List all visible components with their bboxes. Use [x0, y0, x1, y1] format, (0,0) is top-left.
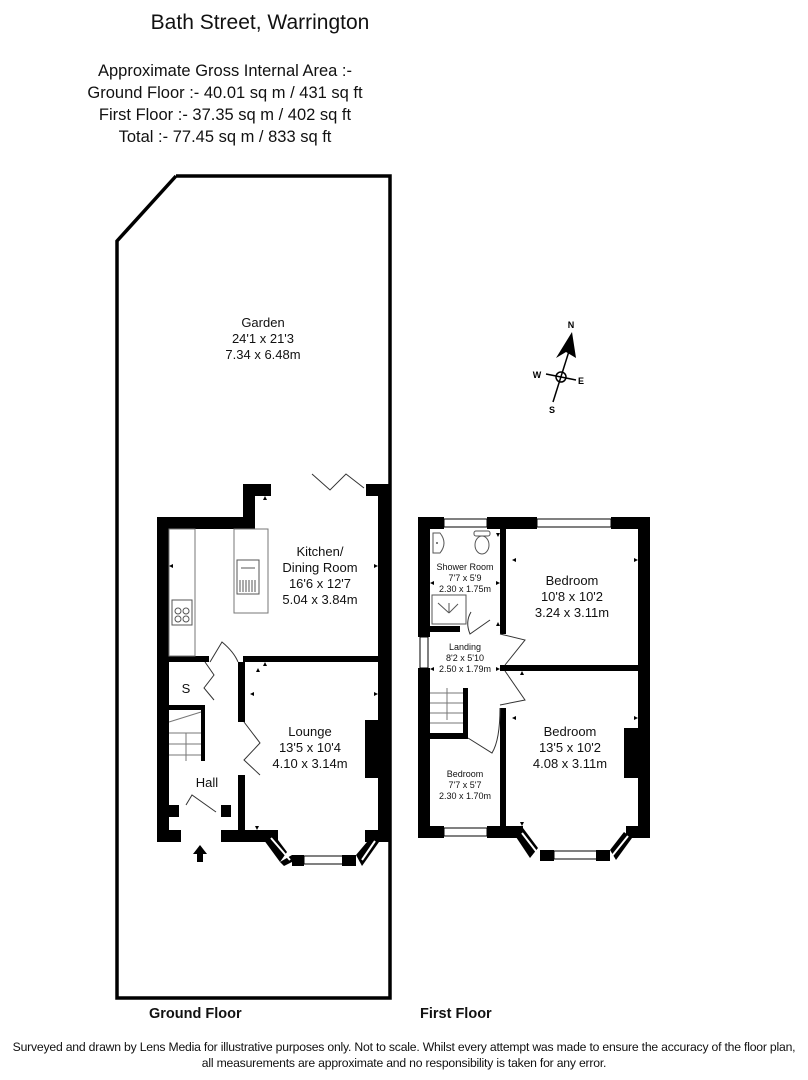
- front-bedroom-chimney: [624, 728, 638, 778]
- small-bedroom-imperial: 7'7 x 5'7: [449, 780, 482, 790]
- rear-bedroom-label: Bedroom: [546, 573, 599, 588]
- rear-bedroom-window: [536, 518, 612, 528]
- compass-rose-icon: N W E S: [533, 320, 584, 415]
- lounge-chimney: [365, 720, 378, 778]
- small-bedroom-metric: 2.30 x 1.70m: [439, 791, 491, 801]
- area-heading: Approximate Gross Internal Area :-: [97, 62, 353, 80]
- hall-label: Hall: [196, 775, 219, 790]
- landing-label: Landing: [449, 642, 481, 652]
- rear-bedroom-metric: 3.24 x 3.11m: [535, 605, 609, 620]
- front-bedroom-door: [499, 670, 526, 706]
- compass-south: S: [549, 405, 555, 415]
- kitchen-label-1: Kitchen/: [297, 544, 344, 559]
- garden-imperial: 24'1 x 21'3: [232, 331, 294, 346]
- basin-icon: [432, 532, 445, 554]
- landing-metric: 2.50 x 1.79m: [439, 664, 491, 674]
- kitchen-label-2: Dining Room: [282, 560, 357, 575]
- first-floor-area: First Floor :- 37.35 sq m / 402 sq ft: [98, 106, 352, 124]
- bifold-door: [311, 473, 365, 491]
- lounge-bay-window: [258, 830, 390, 866]
- lounge-imperial: 13'5 x 10'4: [279, 740, 341, 755]
- hall-walls: [157, 662, 271, 842]
- shower-room-metric: 2.30 x 1.75m: [439, 584, 491, 594]
- kitchen-island: [233, 528, 269, 614]
- store-door: [203, 661, 215, 701]
- shower-room-imperial: 7'7 x 5'9: [449, 573, 482, 583]
- garden-metric: 7.34 x 6.48m: [225, 347, 300, 362]
- toilet-icon: [473, 530, 491, 555]
- disclaimer: Surveyed and drawn by Lens Media for ill…: [0, 1039, 808, 1071]
- hob-icon: [171, 599, 193, 626]
- front-door: [185, 794, 217, 813]
- shower-tray-icon: [431, 594, 467, 625]
- small-bedroom-window: [443, 827, 488, 837]
- disclaimer-line-1: Surveyed and drawn by Lens Media for ill…: [12, 1040, 796, 1054]
- front-bedroom-bay-window: [510, 826, 650, 861]
- lounge-metric: 4.10 x 3.14m: [272, 756, 347, 771]
- front-bedroom-metric: 4.08 x 3.11m: [533, 756, 607, 771]
- ground-floor-area: Ground Floor :- 40.01 sq m / 431 sq ft: [87, 84, 363, 102]
- landing-imperial: 8'2 x 5'10: [446, 653, 484, 663]
- rear-bedroom-door: [499, 633, 526, 666]
- landing-window: [419, 636, 429, 669]
- first-floor-plan: Shower Room 7'7 x 5'9 2.30 x 1.75m Bedro…: [418, 517, 650, 861]
- kitchen-hall-door: [209, 641, 239, 663]
- compass-north: N: [568, 320, 575, 330]
- disclaimer-line-2: all measurements are approximate and no …: [201, 1056, 607, 1070]
- shower-room-label: Shower Room: [436, 562, 493, 572]
- total-area: Total :- 77.45 sq m / 833 sq ft: [118, 128, 332, 146]
- sink-icon: [236, 559, 260, 595]
- small-bedroom-label: Bedroom: [447, 769, 484, 779]
- store-label: S: [182, 681, 191, 696]
- garden-label: Garden: [241, 315, 284, 330]
- shower-door: [467, 611, 491, 635]
- lounge-door: [243, 721, 261, 776]
- kitchen-worktop-left: [168, 528, 196, 657]
- front-bedroom-imperial: 13'5 x 10'2: [539, 740, 601, 755]
- kitchen-metric: 5.04 x 3.84m: [282, 592, 357, 607]
- kitchen-walls: [157, 484, 390, 842]
- first-floor-label: First Floor: [420, 1006, 492, 1022]
- compass-west: W: [533, 370, 542, 380]
- first-floor-dimension-markers: [430, 533, 638, 826]
- entrance-arrow-icon: [193, 845, 207, 862]
- small-bedroom-door: [467, 707, 501, 754]
- kitchen-imperial: 16'6 x 12'7: [289, 576, 351, 591]
- garden-boundary: [115, 174, 392, 1000]
- ground-floor-plan: Garden 24'1 x 21'3 7.34 x 6.48m Kitchen/…: [115, 174, 392, 1000]
- first-floor-walls: [418, 517, 650, 838]
- area-summary: Approximate Gross Internal Area :- Groun…: [60, 60, 390, 148]
- front-bedroom-label: Bedroom: [544, 724, 597, 739]
- first-floor-staircase: [430, 688, 463, 724]
- property-title: Bath Street, Warrington: [150, 11, 370, 34]
- rear-bedroom-imperial: 10'8 x 10'2: [541, 589, 603, 604]
- dimension-markers: [169, 496, 378, 830]
- compass-east: E: [578, 376, 584, 386]
- shower-window: [443, 518, 488, 528]
- ground-floor-label: Ground Floor: [149, 1006, 242, 1022]
- staircase: [168, 711, 202, 761]
- lounge-label: Lounge: [288, 724, 331, 739]
